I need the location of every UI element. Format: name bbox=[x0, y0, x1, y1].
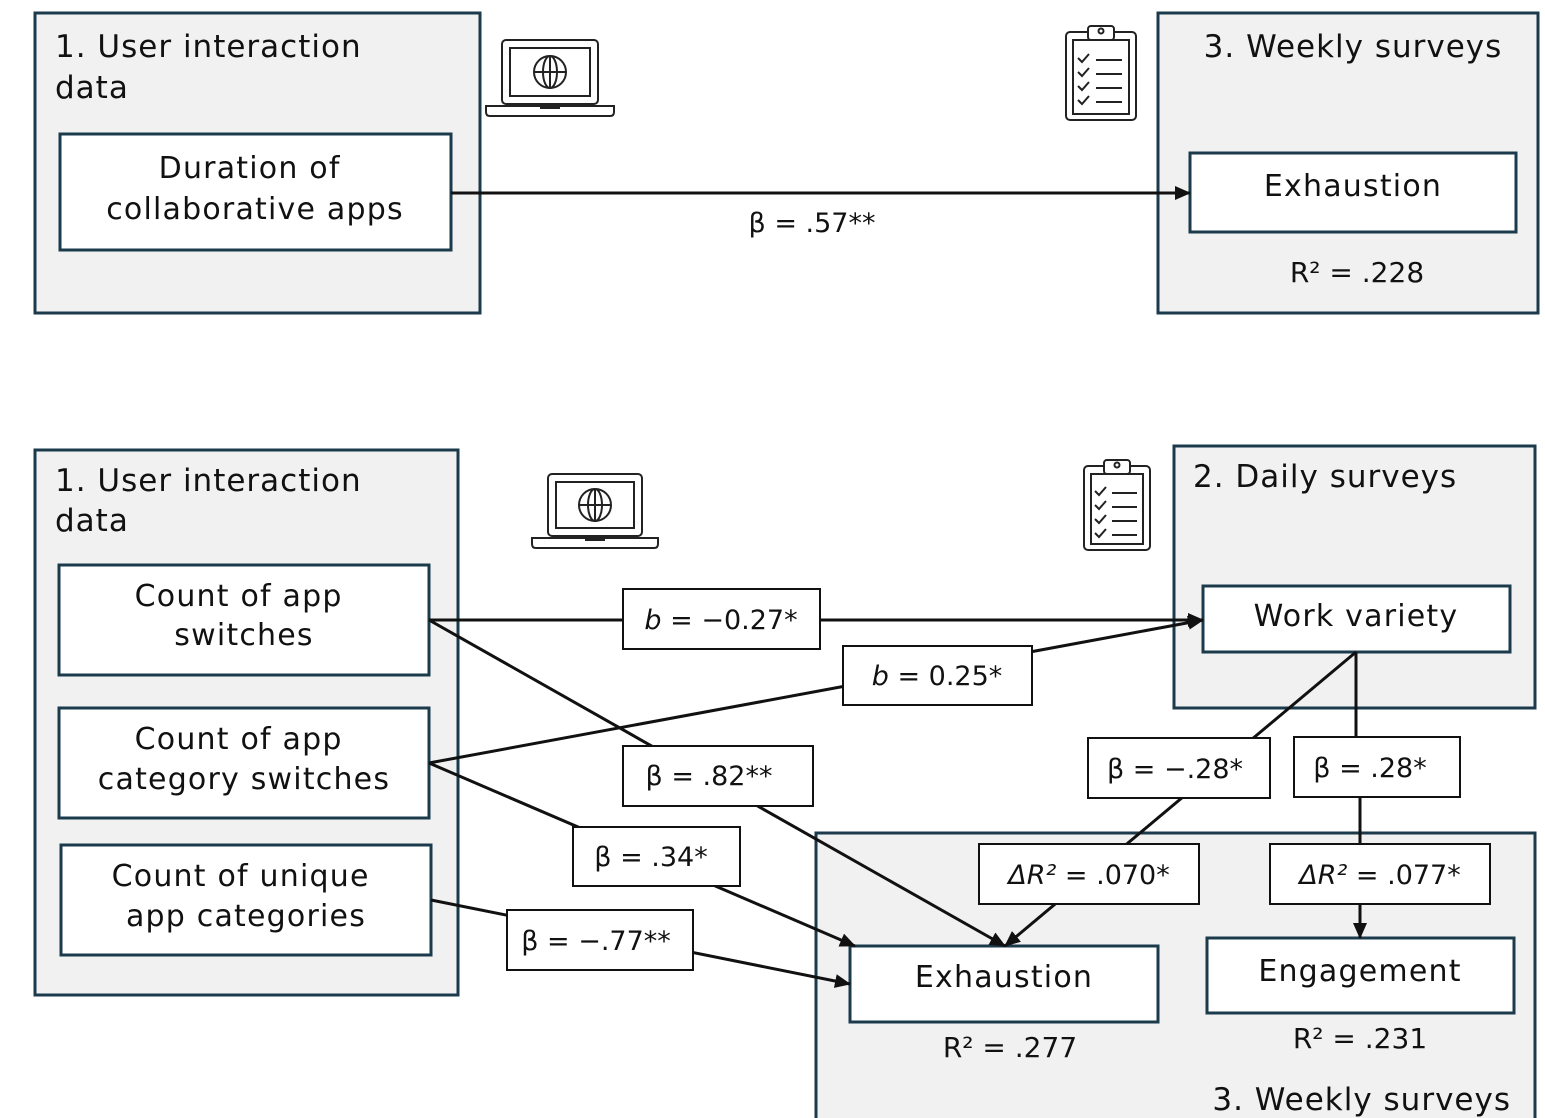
edge-label-var: b bbox=[872, 661, 889, 692]
edge-label-beta: β = .57** bbox=[749, 208, 876, 239]
group-title-line-1: 1. User interaction bbox=[55, 463, 362, 499]
r-squared-exhaustion: R² = .228 bbox=[1290, 256, 1424, 289]
edge-label-value: = 0.25* bbox=[889, 661, 1002, 692]
edge-label-variety-to-exhaustion: β = −.28* bbox=[1087, 737, 1271, 799]
edge-label-variety-to-engagement: β = .28* bbox=[1293, 736, 1461, 798]
node-label-line-1: Count of unique bbox=[112, 859, 370, 894]
node-label-line-2: collaborative apps bbox=[106, 192, 404, 227]
edge-label-text: β = .82** bbox=[646, 761, 773, 792]
delta-r2-value: = .077* bbox=[1347, 860, 1460, 891]
node-count-app-switches: Count of app switches bbox=[57, 563, 431, 677]
delta-r2-var: ΔR² bbox=[1297, 860, 1347, 891]
node-label: Duration of collaborative apps bbox=[106, 151, 404, 227]
clipboard-icon bbox=[1065, 25, 1137, 121]
edge-category-to-variety bbox=[428, 615, 1204, 765]
group-title: 3. Weekly surveys bbox=[1212, 1082, 1511, 1118]
node-label-line-2: switches bbox=[174, 618, 313, 653]
node-count-category-switches: Count of app category switches bbox=[57, 706, 431, 820]
laptop-icon bbox=[485, 39, 615, 117]
node-exhaustion-top: Exhaustion bbox=[1188, 151, 1518, 234]
laptop-icon bbox=[531, 473, 659, 549]
edge-label-unique-to-exhaustion: β = −.77** bbox=[506, 909, 694, 971]
node-label: Count of app category switches bbox=[98, 722, 390, 797]
edge-label-switches-to-variety: b = −0.27* bbox=[622, 588, 821, 650]
r-squared-engagement: R² = .231 bbox=[1293, 1022, 1427, 1055]
edge-label-text: β = −.28* bbox=[1107, 754, 1243, 785]
group-title: 1. User interaction data bbox=[55, 29, 372, 106]
group-title-line-1: 1. User interaction bbox=[55, 29, 362, 65]
r-squared-exhaustion: R² = .277 bbox=[943, 1031, 1077, 1064]
edge-label-text: β = .34* bbox=[594, 842, 707, 873]
node-label-line-1: Count of app bbox=[135, 722, 343, 757]
group-title: 3. Weekly surveys bbox=[1204, 29, 1503, 65]
node-label: Work variety bbox=[1254, 599, 1459, 634]
node-engagement: Engagement bbox=[1205, 936, 1516, 1015]
group-title-line-2: data bbox=[55, 70, 129, 106]
node-exhaustion-bottom: Exhaustion bbox=[848, 944, 1160, 1024]
delta-r2-engagement: ΔR² = .077* bbox=[1269, 843, 1491, 905]
node-label-line-2: app categories bbox=[126, 899, 366, 934]
group-title: 1. User interaction data bbox=[55, 463, 372, 539]
edge-label-text: b = 0.25* bbox=[872, 661, 1003, 692]
edge-label-text: b = −0.27* bbox=[644, 605, 797, 636]
delta-r2-var: ΔR² bbox=[1006, 860, 1056, 891]
edge-label-category-to-exhaustion: β = .34* bbox=[572, 826, 741, 887]
delta-r2-exhaustion: ΔR² = .070* bbox=[978, 843, 1200, 905]
clipboard-icon bbox=[1083, 459, 1151, 551]
delta-r2-text: ΔR² = .077* bbox=[1297, 860, 1460, 891]
edge-label-text: β = .28* bbox=[1313, 753, 1426, 784]
node-label: Exhaustion bbox=[1264, 169, 1442, 204]
delta-r2-value: = .070* bbox=[1056, 860, 1169, 891]
node-label-line-1: Duration of bbox=[159, 151, 341, 186]
edge-label-category-to-variety: b = 0.25* bbox=[842, 645, 1033, 706]
group-title: 2. Daily surveys bbox=[1193, 459, 1457, 495]
delta-r2-text: ΔR² = .070* bbox=[1006, 860, 1169, 891]
edge-label-value: = −0.27* bbox=[662, 605, 798, 636]
node-label: Count of app switches bbox=[135, 579, 354, 653]
node-work-variety: Work variety bbox=[1201, 584, 1512, 654]
node-label-line-1: Count of app bbox=[135, 579, 343, 614]
node-label-line-2: category switches bbox=[98, 762, 390, 797]
node-label: Count of unique app categories bbox=[112, 859, 381, 934]
edge-label-text: β = −.77** bbox=[521, 926, 671, 957]
node-label: Exhaustion bbox=[915, 960, 1093, 995]
node-label: Engagement bbox=[1258, 954, 1461, 989]
top-panel: 1. User interaction data 3. Weekly surve… bbox=[33, 11, 1540, 315]
node-duration-collaborative-apps: Duration of collaborative apps bbox=[58, 132, 453, 252]
node-count-unique-categories: Count of unique app categories bbox=[59, 843, 433, 957]
bottom-panel: 1. User interaction data 2. Daily survey… bbox=[33, 444, 1537, 1118]
edge-label-switches-to-exhaustion: β = .82** bbox=[622, 745, 814, 807]
group-title-line-2: data bbox=[55, 503, 129, 539]
edge-label-var: b bbox=[644, 605, 661, 636]
